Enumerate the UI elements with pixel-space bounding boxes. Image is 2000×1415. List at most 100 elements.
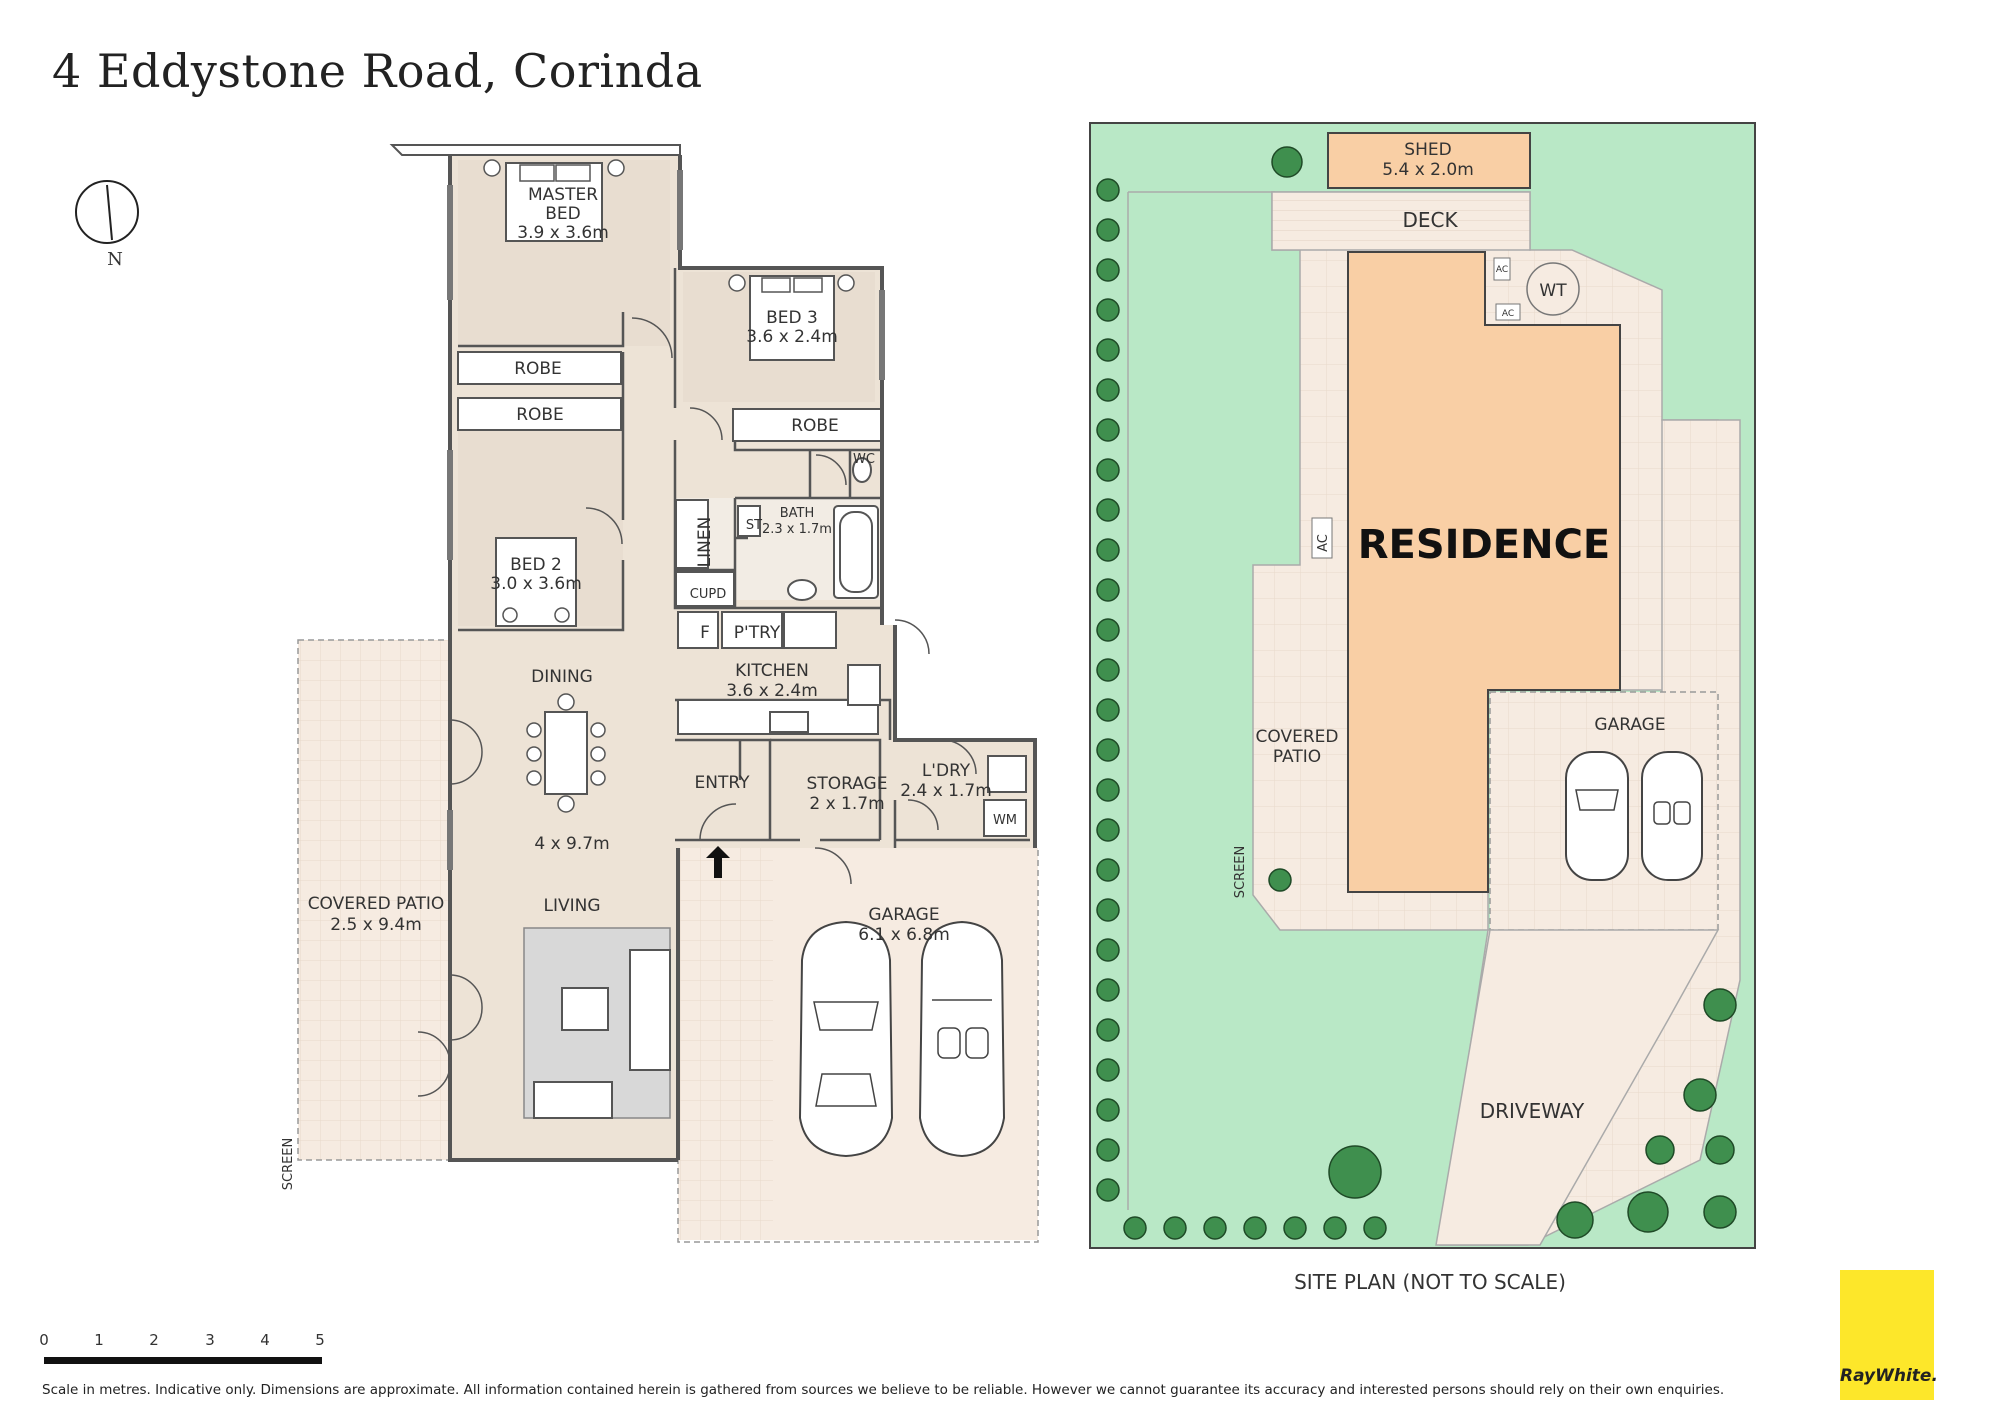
site-car-2-icon — [1641, 751, 1703, 881]
linen-label: LINEN — [695, 517, 715, 568]
scale-tick-3: 3 — [205, 1331, 215, 1349]
window-marks — [447, 170, 885, 870]
master-bed-label-2: BED — [545, 204, 581, 224]
shrub-icon — [1645, 1135, 1675, 1165]
ac-label: AC — [1496, 265, 1508, 275]
shrub-icon — [1163, 1216, 1187, 1240]
shrub-icon — [1096, 418, 1120, 442]
robe-3 — [732, 408, 882, 442]
garage-car-1-icon — [798, 920, 894, 1158]
shrub-icon — [1096, 218, 1120, 242]
entry-label: ENTRY — [695, 773, 751, 793]
bed2-size: 3.0 x 3.6m — [490, 574, 582, 594]
storage-label: STORAGE — [807, 774, 888, 794]
kitchen-label: KITCHEN — [735, 661, 809, 681]
wc-label: WC — [853, 452, 875, 467]
shrub-icon — [1363, 1216, 1387, 1240]
kitchen-size: 3.6 x 2.4m — [726, 681, 818, 701]
shrub-icon — [1096, 658, 1120, 682]
site-driveway — [1435, 929, 1720, 1246]
shrub-icon — [1096, 258, 1120, 282]
ac-label: AC — [1316, 534, 1331, 552]
shrub-icon — [1096, 538, 1120, 562]
master-bed-icon — [483, 159, 625, 242]
site-covered-patio-label-2: PATIO — [1273, 747, 1321, 767]
site-deck — [1271, 191, 1531, 251]
shrub-icon — [1096, 498, 1120, 522]
deck-label: DECK — [1402, 208, 1458, 232]
master-bed-label: MASTER — [528, 185, 598, 205]
shrub-icon — [1328, 1145, 1382, 1199]
shrub-icon — [1683, 1078, 1717, 1112]
door-swings — [417, 317, 977, 1097]
shed-label: SHED — [1404, 140, 1451, 160]
shrub-icon — [1096, 1098, 1120, 1122]
screen-label: SCREEN — [281, 1138, 296, 1191]
shrub-icon — [1096, 578, 1120, 602]
shrub-icon — [1283, 1216, 1307, 1240]
shrub-icon — [1096, 698, 1120, 722]
shed-size: 5.4 x 2.0m — [1382, 160, 1474, 180]
washing-machine-label: WM — [993, 813, 1017, 828]
covered-patio-area — [297, 639, 451, 1161]
raywhite-logo: RayWhite. — [1840, 1270, 1938, 1400]
ac-unit-icon — [1493, 257, 1511, 281]
shrub-icon — [1096, 858, 1120, 882]
water-tank-icon — [1526, 262, 1580, 316]
living-label: LIVING — [543, 896, 600, 916]
shrub-icon — [1096, 178, 1120, 202]
shrub-icon — [1705, 1135, 1735, 1165]
robe-1-label: ROBE — [514, 359, 562, 379]
fridge-label: F — [700, 623, 710, 643]
scale-tick-1: 1 — [94, 1331, 104, 1349]
site-plan-caption: SITE PLAN (NOT TO SCALE) — [1294, 1270, 1566, 1294]
shrub-icon — [1096, 1018, 1120, 1042]
shrub-icon — [1243, 1216, 1267, 1240]
shrub-icon — [1096, 738, 1120, 762]
shrub-icon — [1096, 458, 1120, 482]
shrub-icon — [1323, 1216, 1347, 1240]
shrub-icon — [1627, 1191, 1669, 1233]
shrub-icon — [1703, 1195, 1737, 1229]
garage-label: GARAGE — [868, 905, 939, 925]
robe-2-label: ROBE — [516, 405, 564, 425]
water-tank-label: WT — [1539, 281, 1567, 301]
shrub-icon — [1096, 378, 1120, 402]
site-covered-patio-label: COVERED — [1256, 727, 1339, 747]
living-furniture — [523, 927, 671, 1119]
shrub-icon — [1556, 1201, 1594, 1239]
bath-label: BATH — [780, 506, 815, 521]
covered-patio-label: COVERED PATIO — [308, 894, 445, 914]
ac-label: AC — [1502, 309, 1514, 319]
shrub-icon — [1703, 988, 1737, 1022]
shrub-icon — [1096, 818, 1120, 842]
laundry-label: L'DRY — [922, 761, 971, 781]
shrub-icon — [1203, 1216, 1227, 1240]
raywhite-logo-text: RayWhite. — [1840, 1366, 1938, 1386]
living-size: 4 x 9.7m — [534, 834, 609, 854]
residence-label: RESIDENCE — [1358, 522, 1611, 568]
north-compass-icon — [75, 180, 139, 244]
compass-north-label: N — [107, 249, 123, 270]
shrub-icon — [1271, 146, 1303, 178]
bed2-label: BED 2 — [510, 555, 562, 575]
scale-tick-5: 5 — [315, 1331, 325, 1349]
shrub-icon — [1096, 338, 1120, 362]
site-residence — [1347, 251, 1621, 893]
shrub-icon — [1123, 1216, 1147, 1240]
dining-label: DINING — [531, 667, 593, 687]
shrub-icon — [1096, 938, 1120, 962]
robe-1 — [457, 351, 622, 385]
scale-tick-0: 0 — [39, 1331, 49, 1349]
ac-unit-icon — [1311, 517, 1333, 559]
laundry-size: 2.4 x 1.7m — [900, 781, 992, 801]
garage-outline — [677, 848, 1039, 1243]
site-garage-label: GARAGE — [1594, 715, 1665, 735]
shrub-icon — [1268, 868, 1292, 892]
scale-bar: 0 1 2 3 4 5 — [39, 1331, 325, 1364]
bed3-label: BED 3 — [766, 308, 818, 328]
scale-tick-4: 4 — [260, 1331, 270, 1349]
pantry-label: P'TRY — [734, 623, 781, 643]
shrub-icon — [1096, 778, 1120, 802]
